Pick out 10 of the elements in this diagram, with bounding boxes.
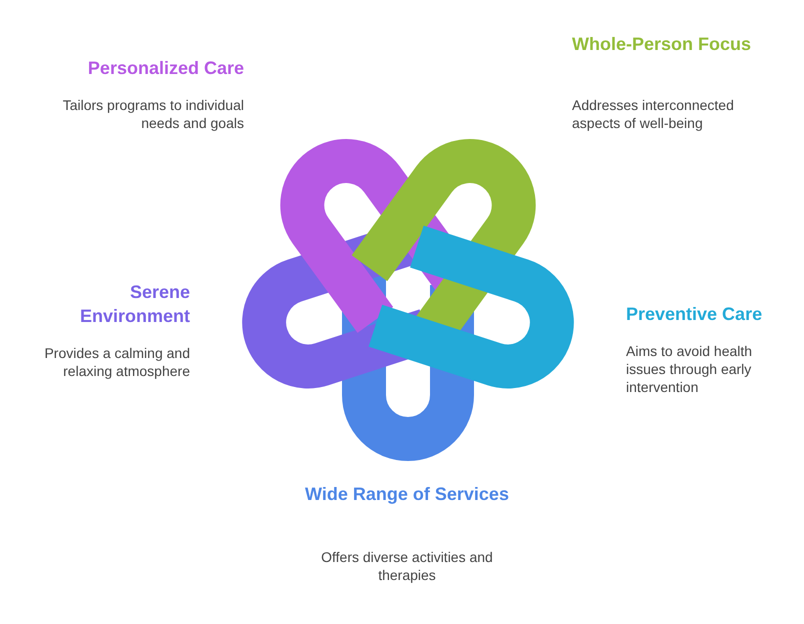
heading: Personalized Care xyxy=(86,57,244,80)
description: Aims to avoid health issues through early intervention xyxy=(626,342,754,396)
description: Offers diverse activities and therapies xyxy=(320,548,494,584)
description: Addresses interconnected aspects of well-being xyxy=(572,96,735,132)
description: Provides a calming and relaxing atmosphere xyxy=(43,344,190,380)
heading: Preventive Care xyxy=(626,303,764,326)
description: Tailors programs to individual needs and goals xyxy=(62,96,244,132)
heading: Whole-Person Focus xyxy=(572,33,752,56)
heading: Wide Range of Services xyxy=(304,483,510,506)
heading: Serene Environment xyxy=(78,281,190,328)
